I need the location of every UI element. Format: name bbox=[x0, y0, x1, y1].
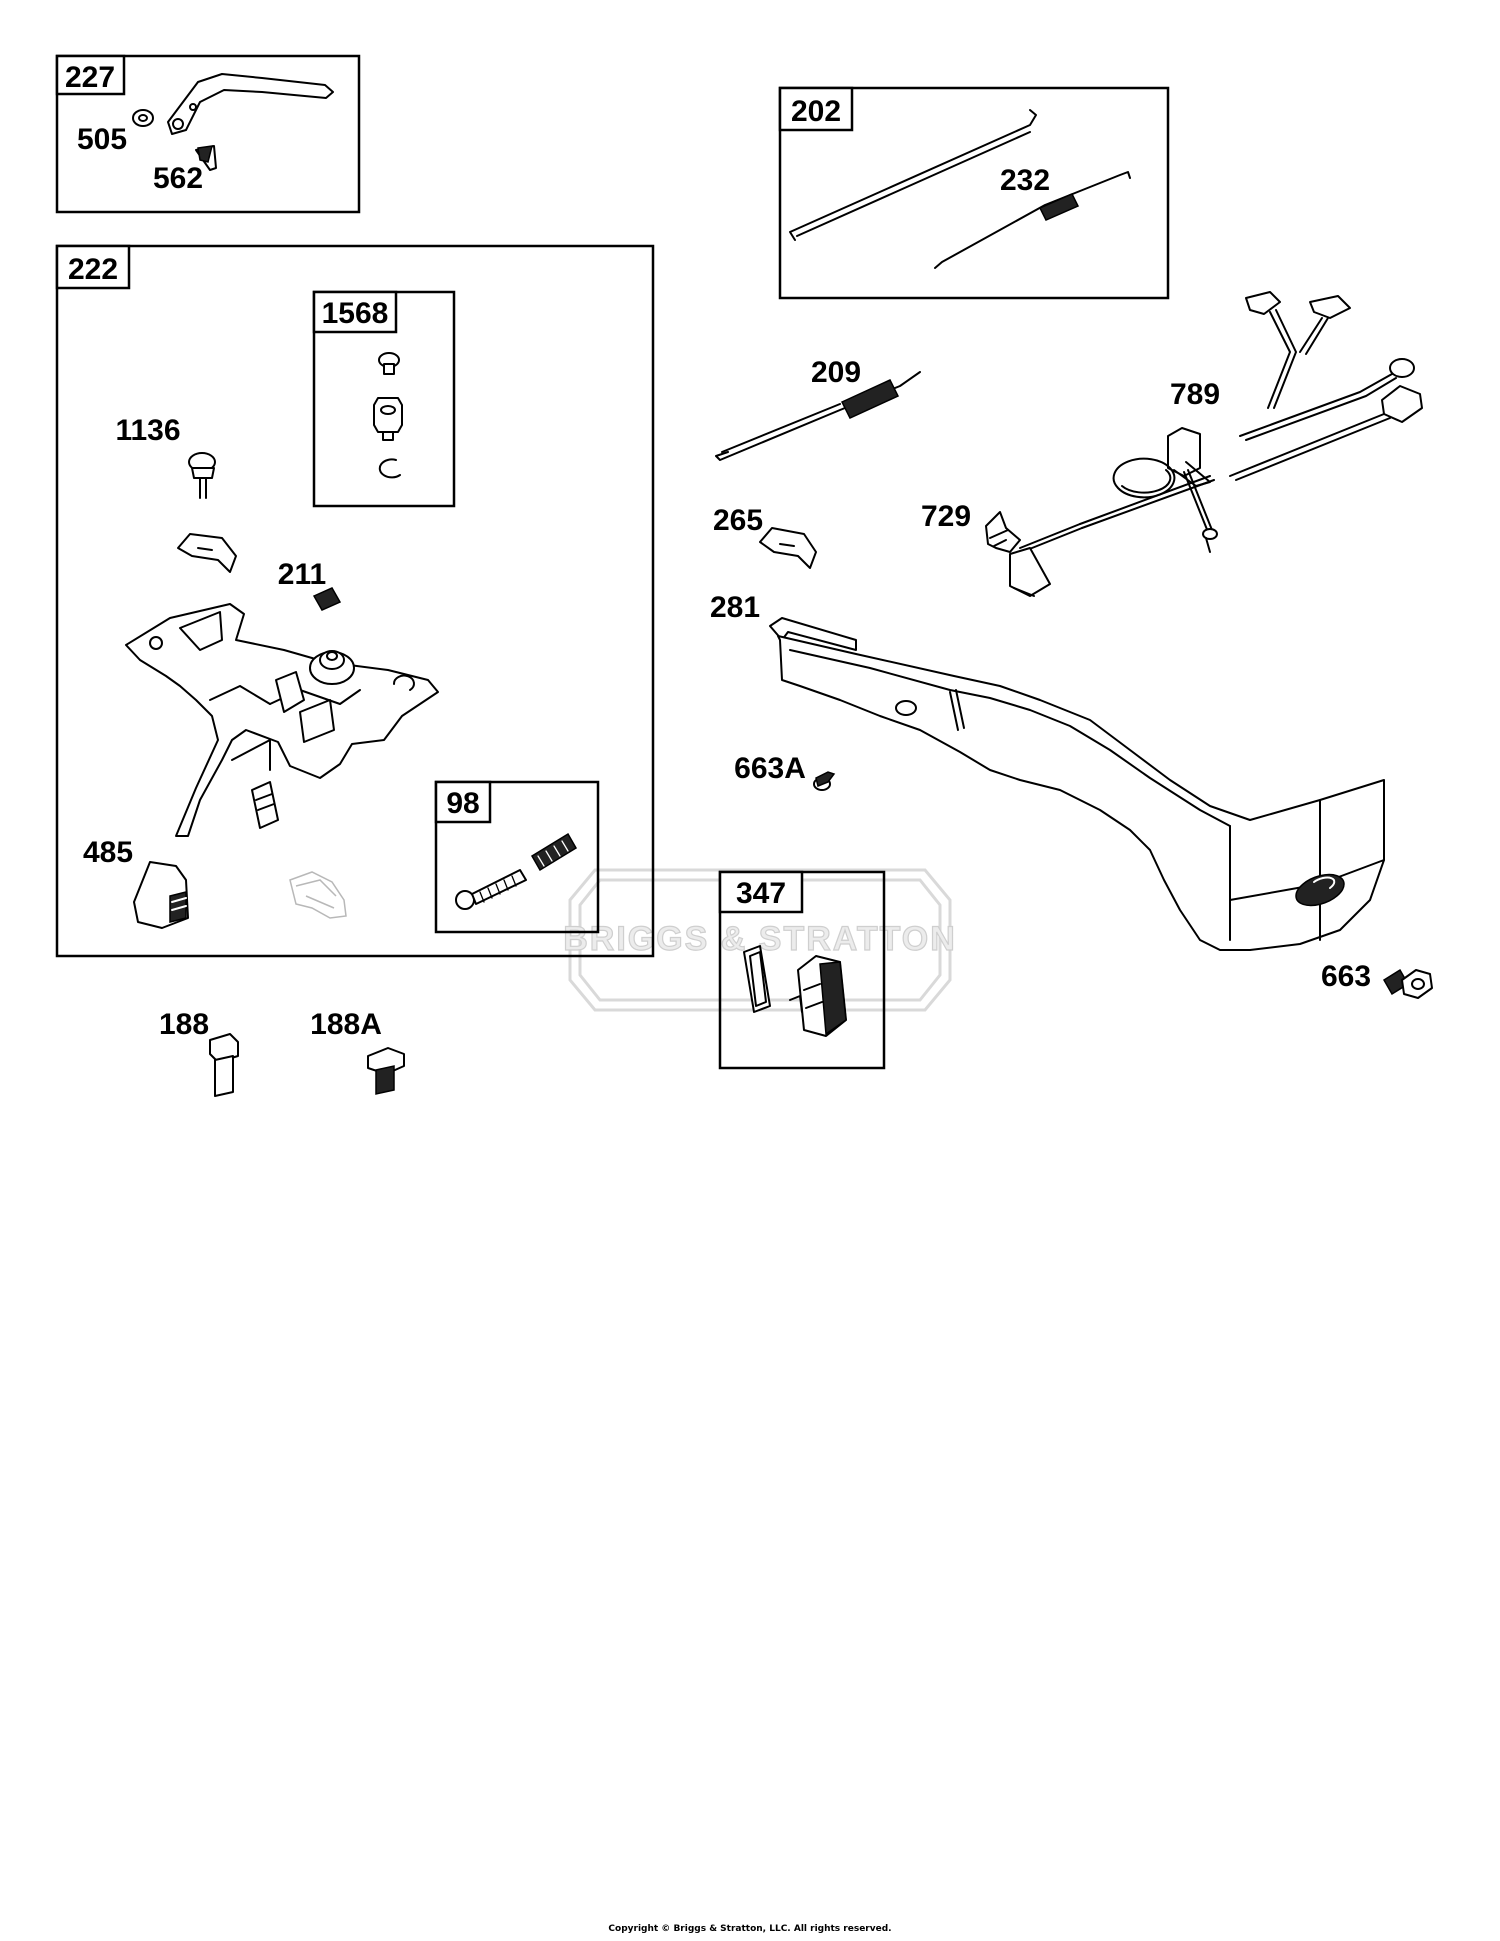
part-265-label[interactable]: 265 bbox=[713, 504, 763, 537]
bolt-188A bbox=[367, 1047, 405, 1095]
part-729-label[interactable]: 729 bbox=[921, 500, 971, 533]
box-202-label: 202 bbox=[791, 95, 841, 128]
box-1568: 1568 bbox=[312, 290, 456, 508]
spring-98 bbox=[530, 832, 578, 872]
part-211-label[interactable]: 211 bbox=[278, 558, 326, 591]
clip-265 bbox=[759, 527, 817, 569]
spring-211 bbox=[312, 587, 342, 611]
screw-663A bbox=[813, 771, 836, 791]
screw-1136 bbox=[188, 452, 216, 499]
box-227-label: 227 bbox=[65, 61, 115, 94]
link-202 bbox=[789, 109, 1037, 241]
part-188A-label[interactable]: 188A bbox=[310, 1008, 382, 1041]
nut-1568 bbox=[373, 397, 403, 441]
box-227: 227 505 562 bbox=[55, 54, 361, 214]
part-232-label[interactable]: 232 bbox=[1000, 164, 1050, 197]
part-281-label[interactable]: 281 bbox=[710, 591, 760, 624]
e-clip-1568 bbox=[378, 458, 401, 479]
watermark-text: BRIGGS & STRATTON bbox=[563, 920, 957, 958]
box-1568-label: 1568 bbox=[322, 297, 389, 330]
clip-bracket-222 bbox=[177, 533, 237, 573]
box-98-label: 98 bbox=[446, 787, 479, 820]
bolt-188 bbox=[209, 1033, 239, 1097]
copyright-text: Copyright © Briggs & Stratton, LLC. All … bbox=[608, 1924, 892, 1934]
rocker-switch-347 bbox=[789, 955, 847, 1037]
part-663A-label[interactable]: 663A bbox=[734, 752, 806, 785]
screw-562 bbox=[195, 145, 217, 171]
washer-505 bbox=[132, 109, 154, 127]
lever-227 bbox=[167, 73, 334, 135]
bolt-663 bbox=[1382, 968, 1433, 999]
harness-789 bbox=[1009, 291, 1423, 597]
watermark: BRIGGS & STRATTON bbox=[563, 868, 957, 1012]
box-98: 98 bbox=[434, 780, 600, 934]
spring-232 bbox=[934, 171, 1131, 269]
gasket-347 bbox=[743, 945, 771, 1013]
box-347-label: 347 bbox=[736, 877, 786, 910]
box-202: 202 232 bbox=[778, 86, 1170, 300]
screw-98 bbox=[455, 869, 527, 910]
handle-281 bbox=[769, 617, 1385, 951]
cover-485 bbox=[133, 861, 189, 929]
box-347: 347 bbox=[718, 870, 886, 1070]
box-222-label: 222 bbox=[68, 253, 118, 286]
part-663-label[interactable]: 663 bbox=[1321, 960, 1371, 993]
part-789-label[interactable]: 789 bbox=[1170, 378, 1220, 411]
screw-1568 bbox=[378, 352, 400, 375]
part-1136-label[interactable]: 1136 bbox=[115, 414, 180, 447]
part-485-label[interactable]: 485 bbox=[83, 836, 133, 869]
grey-clip-222 bbox=[289, 871, 347, 919]
part-209-label[interactable]: 209 bbox=[811, 356, 861, 389]
spring-209 bbox=[715, 371, 921, 461]
part-505-label[interactable]: 505 bbox=[77, 123, 127, 156]
clip-729 bbox=[985, 511, 1021, 553]
part-188-label[interactable]: 188 bbox=[159, 1008, 209, 1041]
box-222: 222 1568 98 bbox=[55, 244, 655, 958]
part-562-label[interactable]: 562 bbox=[153, 162, 203, 195]
control-bracket-222 bbox=[125, 603, 439, 837]
